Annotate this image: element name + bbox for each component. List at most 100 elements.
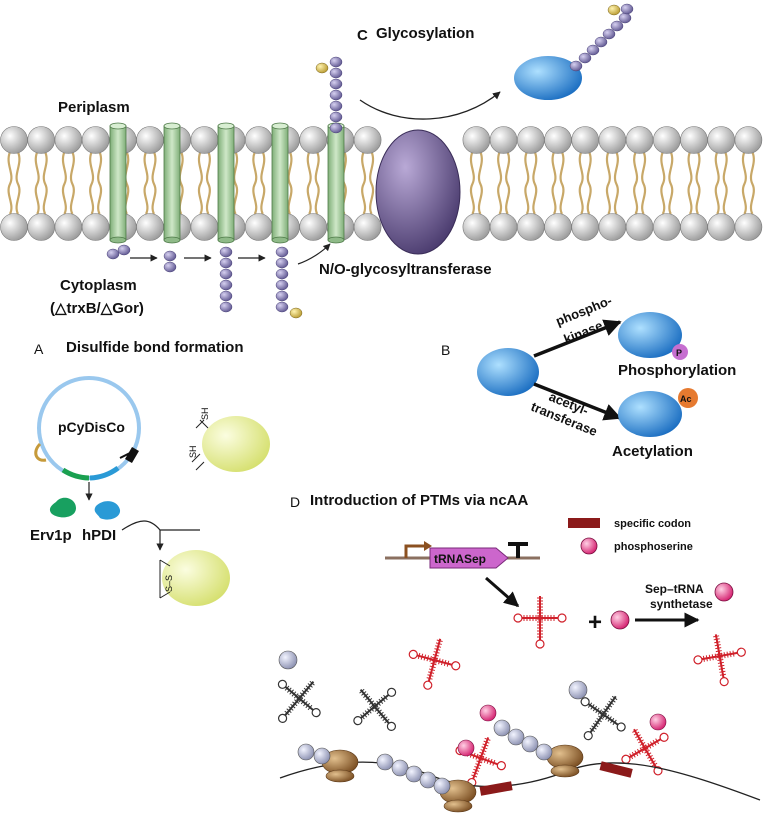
channel-bottom: [109, 236, 127, 244]
trna-rung: [305, 702, 311, 709]
trna-rung: [486, 757, 490, 764]
trna-rung: [292, 701, 298, 707]
trna-rung: [639, 742, 646, 746]
trna-rung: [715, 650, 722, 653]
lipid-head-bottom: [27, 213, 56, 241]
trna-rung: [648, 757, 655, 762]
trna-rung: [631, 751, 636, 758]
glycan-unit: [594, 36, 608, 48]
trna-rung: [719, 670, 726, 673]
lipid-head-bottom: [571, 213, 600, 241]
lipid-head-bottom: [598, 213, 627, 241]
erv1p-enzyme: [49, 497, 76, 518]
trna-rung: [299, 692, 306, 697]
lipid-head-bottom: [625, 213, 654, 241]
glycan-unit: [275, 301, 289, 313]
trna-loop: [386, 687, 397, 697]
trna-rung: [428, 668, 435, 671]
channel-cylinder: [163, 125, 181, 241]
trna-rung: [475, 753, 479, 760]
acetyl-tag: [678, 388, 698, 408]
glycosyltransferase-enzyme: [375, 129, 461, 255]
trna-loop: [616, 722, 626, 732]
trna-rung: [482, 743, 489, 747]
trna-rung: [645, 752, 652, 757]
trna-rung: [723, 652, 726, 659]
trna-rung: [426, 677, 433, 680]
channel-cylinder: [109, 125, 127, 241]
lipid-head-top: [625, 126, 654, 154]
trna-rung: [597, 709, 603, 715]
peptide-residue: [493, 719, 511, 737]
kinase-arrow: [533, 319, 622, 358]
lipid-tail: [559, 151, 565, 215]
trna-rung: [433, 651, 440, 654]
glycan-unit: [329, 78, 343, 90]
lipid-tail: [551, 151, 557, 215]
channel-top: [163, 122, 181, 130]
glycan-unit: [275, 246, 289, 258]
lipid-head-top: [734, 126, 763, 154]
phosphate-tag-label: P: [676, 348, 682, 358]
trna-rung: [632, 729, 638, 733]
ribosome-small-subunit: [325, 769, 355, 783]
lipid-tail: [34, 151, 40, 215]
panel-c-letter: C: [357, 27, 368, 44]
trna-rung: [713, 635, 720, 638]
trna-rung: [378, 698, 384, 704]
trna-loop: [408, 649, 418, 659]
peptide-residue: [391, 759, 409, 777]
panel-c-title: Glycosylation: [376, 25, 474, 42]
trna-rung: [443, 659, 447, 666]
lipid-tail: [252, 151, 258, 215]
lipid-tail: [197, 151, 203, 215]
peptide-residue: [405, 765, 423, 783]
phosphoserine-on-trna: [649, 713, 667, 731]
lipid-tail: [69, 151, 75, 215]
trna-rung: [596, 717, 602, 723]
trna-rung: [382, 716, 388, 722]
glycan-unit: [219, 246, 233, 258]
trna: [277, 679, 321, 723]
trna-rung: [307, 683, 313, 688]
trna-rung: [489, 758, 493, 765]
lipid-tail: [477, 151, 483, 215]
lipid-head-bottom: [680, 213, 708, 241]
trna-rung: [649, 741, 654, 748]
lipid-head-top: [707, 126, 736, 154]
trna-loop: [719, 677, 729, 687]
hpdi-label: hPDI: [82, 527, 116, 544]
disulfide-bond: [159, 559, 171, 599]
glycosyltransferase-label: N/O-glycosyltransferase: [319, 261, 492, 278]
glycan-terminal: [315, 62, 329, 74]
glycan-unit: [618, 12, 632, 24]
lipid-head-bottom: [489, 213, 518, 241]
phosphoserine-on-trna: [457, 739, 475, 757]
acetyltransferase-arrow: [533, 382, 622, 421]
trna-rung: [647, 754, 653, 759]
amino-acid: [278, 650, 298, 670]
trna-rung: [284, 710, 290, 716]
trna-rung: [708, 654, 711, 661]
trna-rung: [604, 705, 611, 710]
lipid-tail: [687, 151, 693, 215]
lipid-tail: [586, 151, 592, 215]
trna-arm: [284, 686, 314, 711]
trna-rung: [629, 753, 634, 760]
trnasep-gene: [429, 547, 509, 569]
peptide-phosphoserine: [479, 704, 497, 722]
trna-rung: [472, 752, 476, 759]
plasmid-label: pCyDisCo: [58, 419, 125, 435]
lipid-head-top: [0, 126, 28, 154]
lipid-head-top: [190, 126, 219, 154]
cytoplasm-arrows: [130, 243, 331, 265]
trna-rung: [376, 700, 381, 706]
trna-rung: [729, 651, 732, 658]
glycan-unit: [569, 60, 583, 72]
trna-rung: [301, 690, 308, 695]
lipid-tail: [505, 151, 511, 215]
trna: [580, 695, 626, 741]
trna-rung: [483, 740, 490, 744]
trna-rung: [361, 691, 367, 696]
